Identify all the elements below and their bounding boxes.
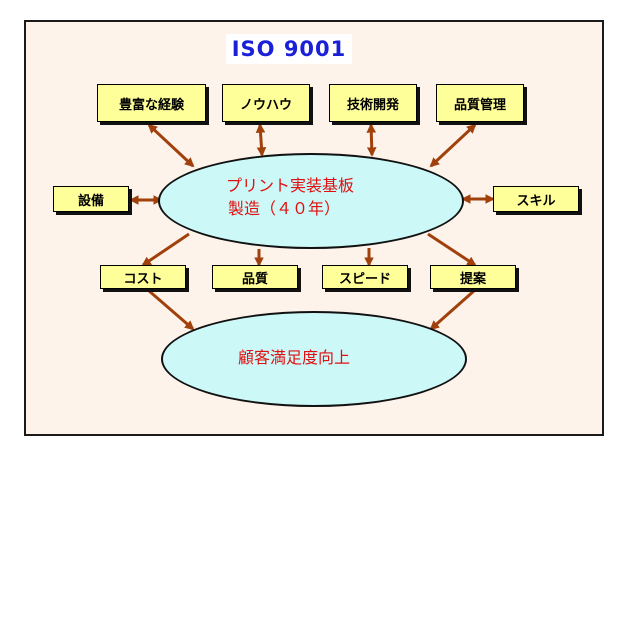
box-cost: コスト bbox=[100, 265, 186, 289]
arrow-proposal-to-goal bbox=[429, 288, 476, 331]
box-tech-development: 技術開発 bbox=[329, 84, 417, 122]
box-proposal: 提案 bbox=[430, 265, 516, 289]
goal-label: 顧客満足度向上 bbox=[238, 348, 351, 367]
center-label-line1: プリント実装基板 bbox=[226, 176, 355, 195]
center-ellipse bbox=[158, 153, 464, 249]
box-speed: スピード bbox=[322, 265, 408, 289]
arrow-cost-to-goal bbox=[147, 288, 195, 331]
box-skill: スキル bbox=[493, 186, 579, 212]
arrow-know-how bbox=[255, 123, 267, 157]
arrow-quality-control bbox=[429, 123, 477, 168]
box-quality-control: 品質管理 bbox=[436, 84, 524, 122]
arrow-center-to-cost bbox=[141, 232, 190, 267]
diagram-title: ISO 9001 bbox=[231, 37, 347, 61]
title-box: ISO 9001 bbox=[226, 34, 352, 64]
box-know-how: ノウハウ bbox=[222, 84, 310, 122]
arrow-tech-dev bbox=[366, 123, 377, 157]
box-quality: 品質 bbox=[212, 265, 298, 289]
center-label-line2: 製造（４０年） bbox=[228, 199, 341, 218]
goal-ellipse bbox=[161, 311, 467, 407]
arrow-center-to-proposal bbox=[427, 232, 477, 267]
box-rich-experience: 豊富な経験 bbox=[97, 84, 206, 122]
box-equipment: 設備 bbox=[53, 186, 129, 212]
arrow-rich-experience bbox=[147, 123, 195, 168]
